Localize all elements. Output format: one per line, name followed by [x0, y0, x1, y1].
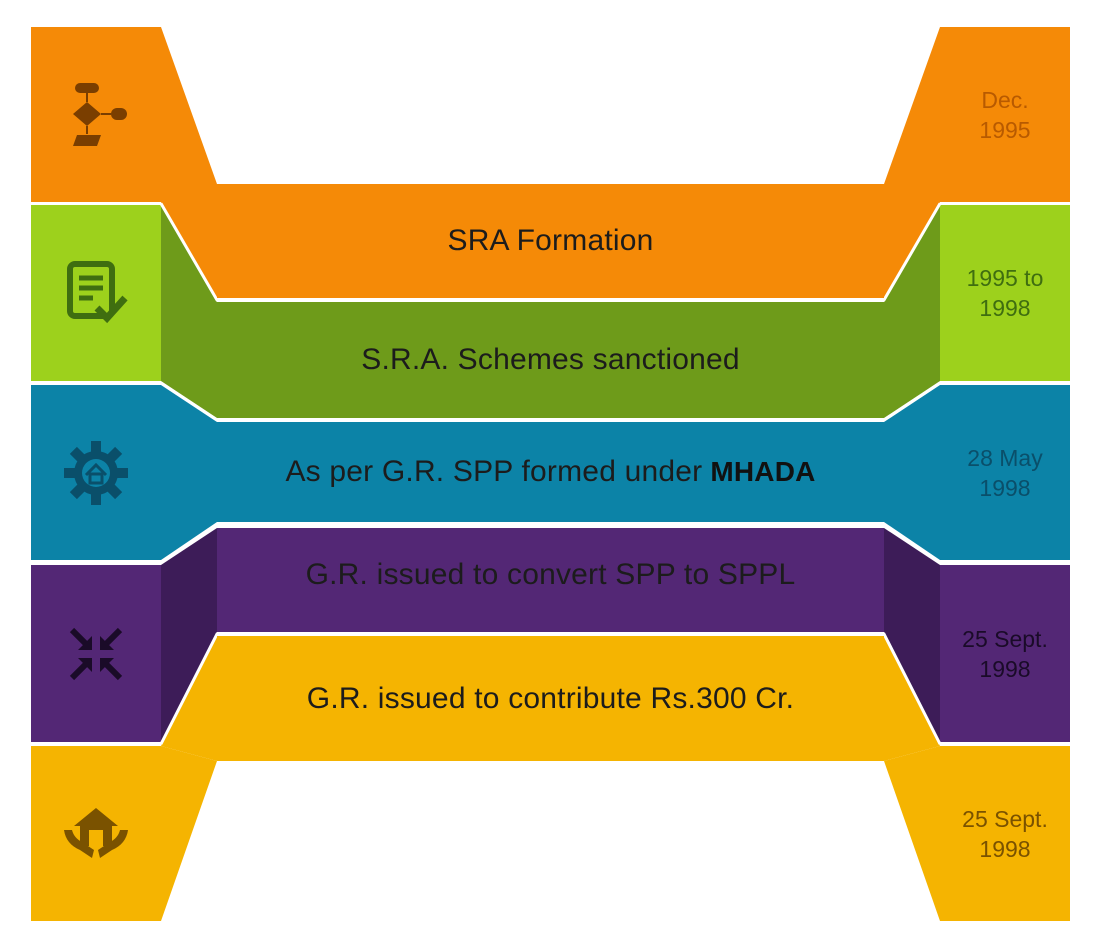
mhada-brand: MHADA: [710, 456, 816, 487]
bar-label: As per G.R. SPP formed under: [285, 455, 703, 488]
date-label: 28 May 1998: [967, 444, 1043, 501]
bar-spp-formed: As per G.R. SPP formed under MHADA: [217, 422, 884, 522]
stage-2-icon-block: [31, 205, 161, 381]
bar-sra-formation: SRA Formation: [217, 184, 884, 298]
right-connector-3: [884, 385, 940, 560]
right-connector-1: [884, 27, 940, 298]
stage-1-date-block: [940, 27, 1070, 202]
stage-3-date-block: [940, 385, 1070, 560]
left-connector-4: [161, 528, 217, 742]
stage-2-icon-cell: [31, 205, 161, 381]
bar-convert-spp: G.R. issued to convert SPP to SPPL: [217, 528, 884, 632]
stage-4-icon-block: [31, 565, 161, 742]
hands-house-icon: [60, 804, 132, 864]
separators: [31, 202, 1070, 746]
date-label: 25 Sept. 1998: [962, 805, 1048, 862]
stage-5-date-cell: 25 Sept. 1998: [940, 746, 1070, 921]
stage-4-date-block: [940, 565, 1070, 742]
date-label: 25 Sept. 1998: [962, 625, 1048, 682]
right-connector-2: [884, 205, 940, 418]
stage-5-icon-cell: [31, 746, 161, 921]
left-connector-3: [161, 385, 217, 560]
right-connector-4: [884, 528, 940, 742]
date-label: 1995 to 1998: [966, 265, 1044, 321]
bar-label: G.R. issued to convert SPP to SPPL: [305, 558, 796, 591]
bar-contribute: G.R. issued to contribute Rs.300 Cr.: [217, 636, 884, 761]
date-label: Dec. 1995: [979, 86, 1031, 143]
bar-label: G.R. issued to contribute Rs.300 Cr.: [306, 681, 795, 715]
stage-2-date-block: [940, 205, 1070, 381]
right-connector-5b: [884, 746, 940, 921]
stage-5-date-block: [940, 746, 1070, 921]
stage-3-icon-cell: [31, 385, 161, 560]
left-connector-1: [161, 27, 217, 298]
flowchart-icon: [61, 80, 131, 150]
stage-4-icon-cell: [31, 565, 161, 742]
bar-schemes-sanctioned: S.R.A. Schemes sanctioned: [217, 302, 884, 418]
left-connector-5: [161, 746, 217, 921]
stage-2-date-cell: 1995 to 1998: [940, 205, 1070, 381]
stage-3-date-cell: 28 May 1998: [940, 385, 1070, 560]
left-connector-2: [161, 205, 217, 418]
stage-1-date-cell: Dec. 1995: [940, 27, 1070, 202]
stage-4-date-cell: 25 Sept. 1998: [940, 565, 1070, 742]
bar-label: SRA Formation: [447, 224, 654, 257]
bar-label: S.R.A. Schemes sanctioned: [361, 343, 740, 376]
right-connector-5: [884, 636, 940, 761]
document-check-icon: [61, 258, 131, 328]
compress-arrows-icon: [66, 624, 126, 684]
left-connector-5b: [161, 636, 217, 761]
gear-house-icon: [60, 437, 132, 509]
stage-1-icon-cell: [31, 27, 161, 202]
